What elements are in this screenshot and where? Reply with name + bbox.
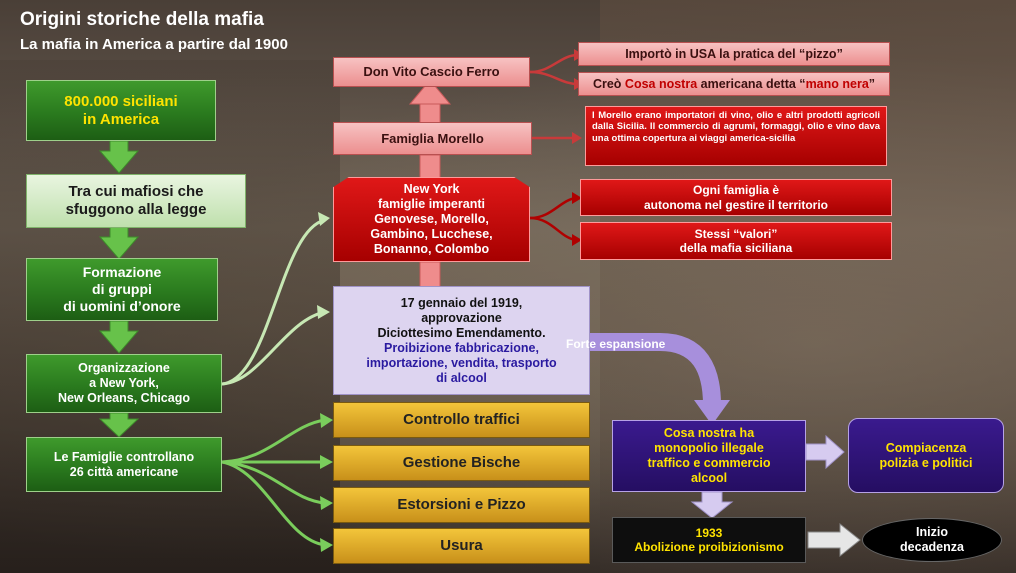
note-morello: I Morello erano importatori di vino, oli… [585,106,887,166]
box-famiglie: Le Famiglie controllano 26 città america… [26,437,222,492]
ny-line1: New York [403,182,460,196]
siciliani-line1: 800.000 siciliani [64,92,178,110]
note-autonomia: Ogni famiglia è autonoma nel gestire il … [580,179,892,216]
page-subtitle: La mafia in America a partire dal 1900 [20,36,288,53]
label-forte-espansione: Forte espansione [566,335,686,353]
left-chain-arrows [98,140,140,438]
emendamento-line4: Proibizione fabbricazione, [384,340,539,355]
activity-estorsioni-pizzo: Estorsioni e Pizzo [333,487,590,523]
abolizione-line1: 1933 [695,525,723,540]
box-compiacenza: Compiacenza polizia e politici [848,418,1004,493]
famiglie-line2: 26 città americane [69,464,179,479]
ny-line2: famiglie imperanti [378,197,485,211]
box-mafiosi: Tra cui mafiosi che sfuggono alla legge [26,174,246,228]
monopolio-line2: monopolio illegale [654,441,764,455]
box-famiglia-morello: Famiglia Morello [333,122,532,155]
box-new-york: New York famiglie imperanti Genovese, Mo… [333,177,530,262]
cosa-nostra-post: ” [868,76,876,91]
pizzo-pre: Importò in USA la pratica del “ [625,46,806,61]
formazione-line1: Formazione [82,264,162,281]
formazione-line3: di uomini d’onore [63,297,181,314]
emendamento-line5: importazione, vendita, trasporto [366,355,557,370]
pizzo-post: ” [836,46,843,61]
organizzazione-line2: a New York, [89,376,159,390]
formazione-line2: di gruppi [92,281,152,298]
page-title: Origini storiche della mafia [20,9,264,30]
activity-label-4: Usura [440,537,483,554]
box-formazione: Formazione di gruppi di uomini d’onore [26,258,218,321]
box-siciliani: 800.000 siciliani in America [26,80,216,141]
ny-fork [529,196,577,242]
decadenza-arrow [807,522,861,558]
compiacenza-arrow [805,434,845,470]
box-abolizione: 1933 Abolizione proibizionismo [612,517,806,563]
don-vito-fork [529,53,579,86]
abolizione-arrow [690,491,734,519]
don-vito-label: Don Vito Cascio Ferro [363,64,500,80]
activity-controllo-traffici: Controllo traffici [333,402,590,438]
box-decadenza: Inizio decadenza [862,518,1002,562]
valori-line2: della mafia siciliana [679,241,793,255]
box-don-vito: Don Vito Cascio Ferro [333,57,530,87]
ny-line4: Gambino, Lucchese, [370,227,493,241]
monopolio-line3: traffico e commercio [647,456,771,470]
activity-gestione-bische: Gestione Bische [333,445,590,481]
famiglie-line1: Le Famiglie controllano [53,449,195,464]
monopolio-line1: Cosa nostra ha [663,426,755,440]
note-pizzo: Importò in USA la pratica del “ pizzo ” [578,42,890,66]
emendamento-line1: 17 gennaio del 1919, [400,295,523,310]
espansione-arrow [560,333,721,406]
activity-label-2: Gestione Bische [402,454,521,471]
mano-nera-highlight: mano nera [805,76,869,91]
activity-label-3: Estorsioni e Pizzo [397,496,526,513]
monopolio-line4: alcool [690,471,728,485]
box-monopolio: Cosa nostra ha monopolio illegale traffi… [612,420,806,492]
autonomia-line1: Ogni famiglia è [692,183,779,198]
down-arrow-2 [98,226,140,260]
morello-label: Famiglia Morello [381,130,484,146]
box-organizzazione: Organizzazione a New York, New Orleans, … [26,354,222,413]
cosa-nostra-mid: americana detta “ [697,76,806,91]
organizzazione-line3: New Orleans, Chicago [58,391,190,405]
emendamento-line6: di alcool [436,370,487,385]
down-arrow-1 [98,140,140,174]
siciliani-line2: in America [82,110,160,128]
note-valori: Stessi “valori” della mafia siciliana [580,222,892,260]
decadenza-line2: decadenza [900,540,964,554]
autonomia-line2: autonoma nel gestire il territorio [643,197,829,212]
org-curves [221,218,326,386]
morello-note-text: I Morello erano importatori di vino, oli… [592,110,880,144]
emendamento-line2: approvazione [421,310,502,325]
ny-line5: Bonanno, Colombo [373,242,490,256]
compiacenza-line2: polizia e politici [879,455,973,470]
box-emendamento: 17 gennaio del 1919, approvazione Diciot… [333,286,590,395]
compiacenza-line1: Compiacenza [885,440,967,455]
decadenza-line1: Inizio [916,525,948,539]
organizzazione-line1: Organizzazione [78,361,170,375]
mafiosi-line2: sfuggono alla legge [65,201,207,218]
espansione-label: Forte espansione [566,336,666,351]
activity-usura: Usura [333,528,590,564]
cosa-nostra-highlight: Cosa nostra [624,76,698,91]
valori-line1: Stessi “valori” [694,226,778,241]
activity-label-1: Controllo traffici [403,411,520,428]
famiglie-fan-arrows [221,418,326,547]
ny-line3: Genovese, Morello, [374,212,489,226]
note-cosa-nostra: Creò Cosa nostra americana detta “mano n… [578,72,890,96]
abolizione-line2: Abolizione proibizionismo [634,540,784,554]
pizzo-highlight: pizzo [805,46,837,61]
mafiosi-line1: Tra cui mafiosi che [68,183,204,200]
down-arrow-3 [98,320,140,354]
cosa-nostra-pre: Creò [592,76,625,91]
down-arrow-4 [98,412,140,438]
emendamento-line3: Diciottesimo Emendamento. [377,325,546,340]
